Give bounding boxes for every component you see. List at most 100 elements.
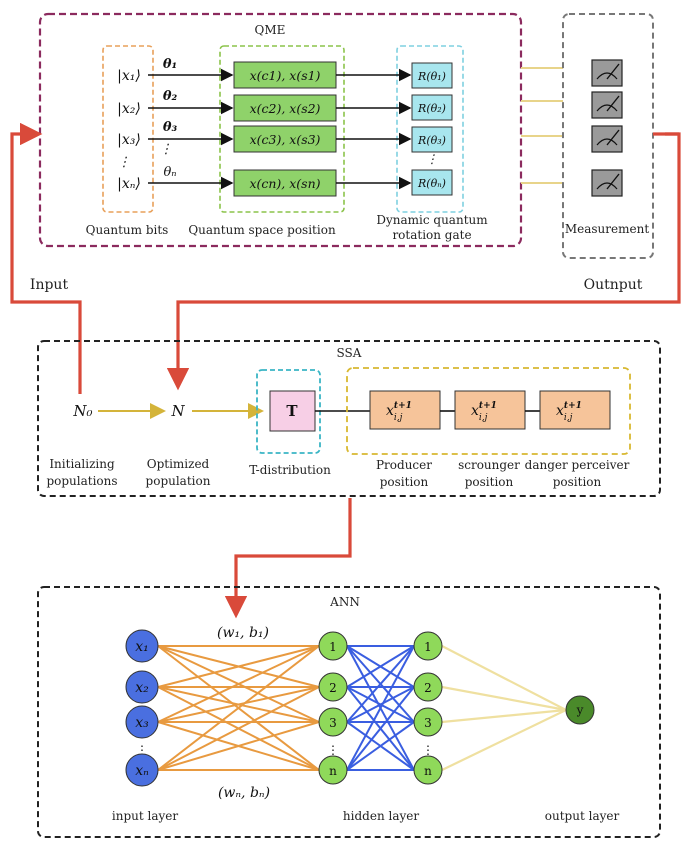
- edge-input-hidden: [157, 645, 320, 771]
- t-box: [269, 390, 316, 432]
- ssa-title: SSA: [337, 346, 362, 360]
- ssa-to-ann-arrow: [224, 498, 352, 619]
- qubit-n: |xₙ⟩: [117, 176, 141, 192]
- input-node: [125, 753, 159, 787]
- meter-icon: [591, 125, 623, 153]
- ann-title: ANN: [329, 595, 360, 609]
- meter-icon: [591, 91, 623, 119]
- weights-bottom: (wₙ, bₙ): [218, 785, 270, 801]
- theta-1: θ₁: [163, 57, 177, 72]
- position-text-2: x(c2), x(s2): [250, 101, 321, 116]
- hidden2-node: [413, 672, 443, 702]
- hidden1-node: [318, 631, 348, 661]
- hidden1-node: [318, 672, 348, 702]
- label-init-2: populations: [46, 474, 117, 488]
- label-danger-2: position: [553, 475, 602, 489]
- qubit-2: |x₂⟩: [117, 101, 141, 117]
- meter-icon: [591, 59, 623, 87]
- qubit-3: |x₃⟩: [117, 132, 141, 148]
- edge-input-hidden: [157, 645, 320, 688]
- output-node-label: y: [576, 703, 584, 717]
- edge-hidden-output: [441, 645, 567, 711]
- gate-box-1: [411, 62, 453, 89]
- position-box-3: [233, 125, 337, 153]
- hidden2-node-label: 1: [424, 640, 432, 654]
- edge-hidden-output: [441, 685, 567, 712]
- hidden1-node: [318, 707, 348, 737]
- rotation-gate-group: [396, 45, 464, 213]
- theta-dots: ⋮: [160, 142, 173, 157]
- meter-icon: [591, 169, 623, 197]
- edge-hidden-hidden: [346, 686, 415, 771]
- edge-hidden-hidden: [346, 721, 415, 771]
- ann-edges: [157, 645, 567, 771]
- input-node-label: xₙ: [135, 763, 149, 779]
- gate-text-1: R(θ₁): [417, 70, 446, 83]
- edge-input-hidden: [157, 721, 320, 771]
- gate-box-2: [411, 94, 453, 121]
- qubit-1: |x₁⟩: [117, 68, 141, 84]
- edge-input-hidden: [157, 686, 320, 771]
- label-hidden-layer: hidden layer: [343, 809, 419, 823]
- input-node-label: x₂: [135, 680, 149, 696]
- ann-frame: [37, 586, 661, 838]
- theta-3: θ₃: [163, 120, 178, 135]
- t-box-label: T: [286, 402, 298, 420]
- quantum-bits-group: [102, 45, 154, 213]
- hidden1-node: [318, 755, 348, 785]
- gate-text-3: R(θ₃): [417, 134, 446, 147]
- qme-title: QME: [255, 23, 286, 37]
- label-scrounger-2: position: [465, 475, 514, 489]
- producer-box: [369, 390, 441, 430]
- weights-top: (w₁, b₁): [217, 625, 269, 641]
- theta-n: θₙ: [163, 165, 176, 180]
- scrounger-box: [454, 390, 526, 430]
- input-node: [125, 629, 159, 663]
- edge-hidden-output: [441, 709, 567, 771]
- input-node-label: x₃: [135, 715, 149, 731]
- qubit-dots: ⋮: [118, 155, 131, 170]
- input-flow-arrow: [10, 122, 82, 394]
- label-init-1: Initializing: [49, 457, 115, 471]
- quantum-position-group: [219, 45, 345, 213]
- hidden2-node: [413, 631, 443, 661]
- gate-box-3: [411, 126, 453, 153]
- position-text-3: x(c3), x(s3): [250, 132, 321, 147]
- gate-text-n: R(θₙ): [417, 177, 446, 190]
- edge-hidden-hidden: [346, 645, 415, 688]
- label-danger-1: danger perceiver: [525, 458, 630, 472]
- label-producer-2: position: [380, 475, 429, 489]
- edge-input-hidden: [157, 686, 320, 723]
- input-node-label: x₁: [135, 639, 149, 655]
- label-output-layer: output layer: [545, 809, 620, 823]
- label-measurement: Measurement: [565, 222, 649, 236]
- label-quantum-bits: Quantum bits: [86, 223, 169, 237]
- edge-hidden-hidden: [346, 645, 415, 723]
- label-opt-2: population: [146, 474, 211, 488]
- label-producer-1: Producer: [376, 458, 432, 472]
- hidden2-node: [413, 755, 443, 785]
- position-update-group: [346, 367, 631, 455]
- label-quantum-position: Quantum space position: [188, 223, 336, 237]
- gate-text-2: R(θ₂): [417, 102, 446, 115]
- measurement-frame: [562, 13, 654, 259]
- ssa-frame: [37, 340, 661, 497]
- gate-dots: ⋮: [426, 152, 438, 166]
- edge-hidden-output: [441, 708, 567, 724]
- hidden1-node-ellipsis: ⋮: [327, 743, 339, 757]
- label-gate-line1: Dynamic quantum: [376, 213, 488, 227]
- output-node: [565, 695, 595, 725]
- hidden1-node-label: 2: [329, 681, 337, 695]
- ssa-n: N: [170, 402, 185, 420]
- label-gate-line2: rotation gate: [392, 228, 471, 242]
- gate-box-n: [411, 169, 453, 196]
- input-node: [125, 670, 159, 704]
- edge-hidden-hidden: [346, 645, 415, 771]
- hidden2-node: [413, 707, 443, 737]
- position-box-1: [233, 61, 337, 89]
- label-input: Input: [30, 277, 69, 293]
